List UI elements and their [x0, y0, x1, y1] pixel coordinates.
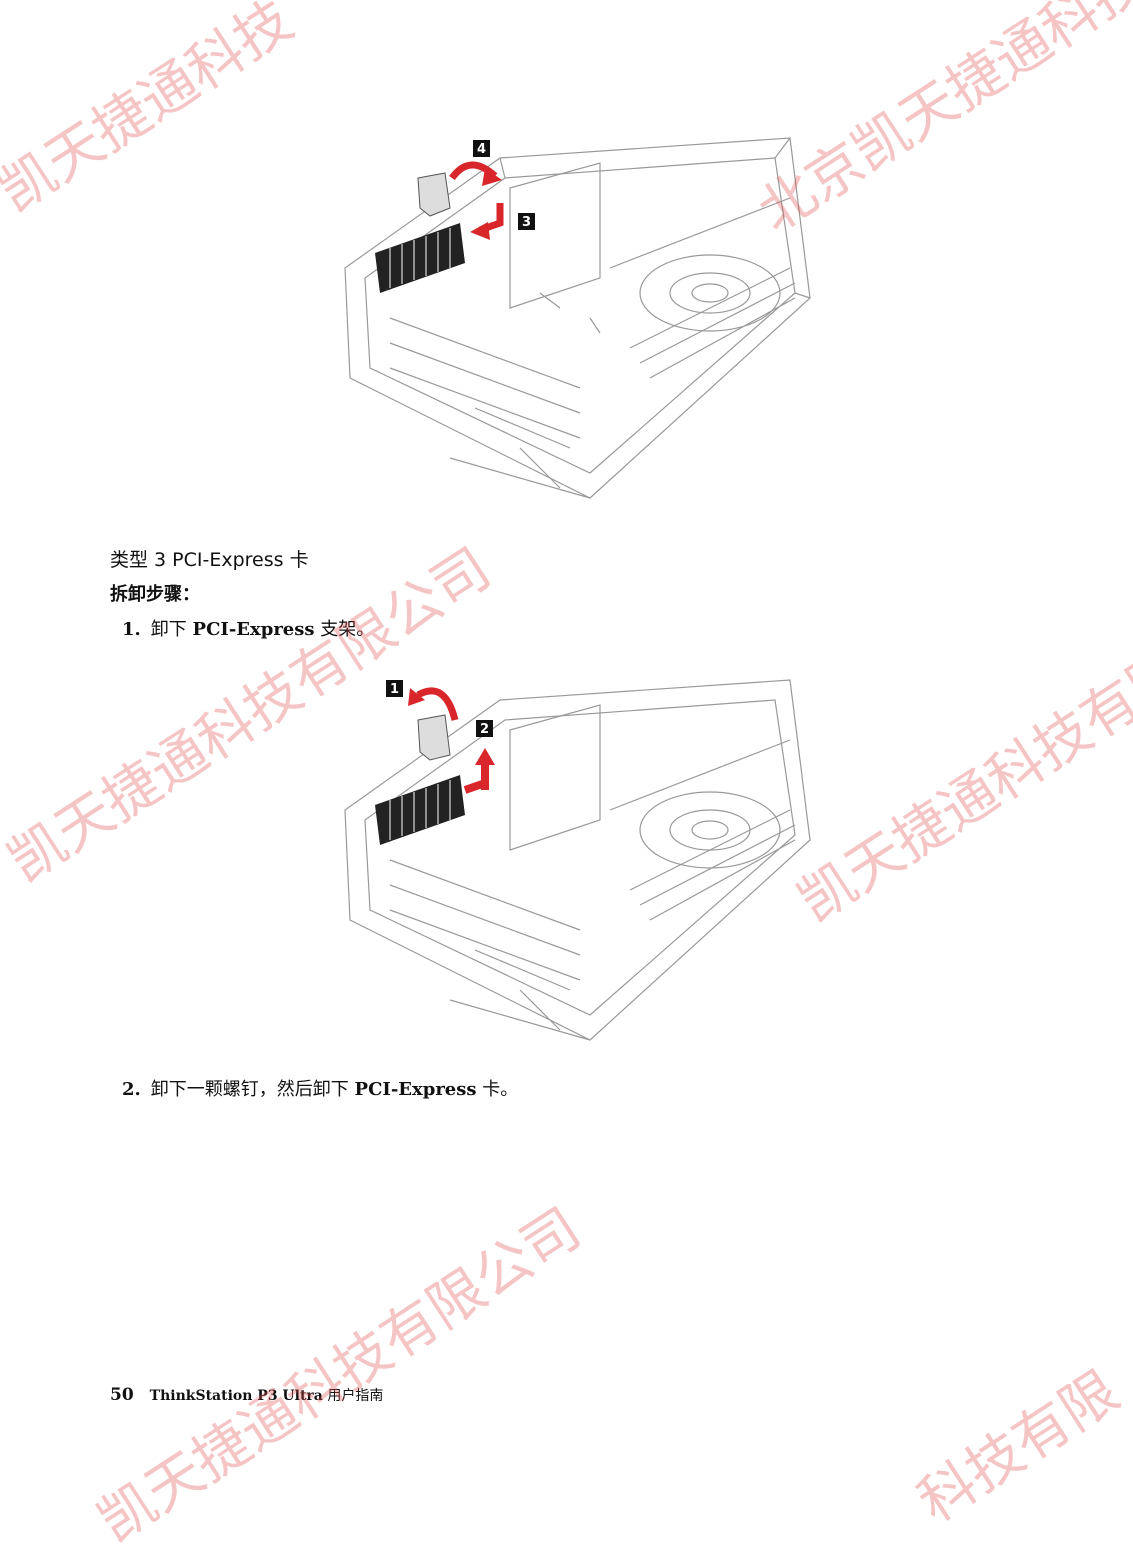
card-type-subtitle: 类型 3 PCI-Express 卡: [110, 549, 309, 571]
step-text-pre: 卸下: [150, 619, 193, 640]
step-text-post: 卡。: [476, 1079, 519, 1100]
document-title: ThinkStation P3 Ultra: [149, 1388, 323, 1404]
step-text-pre: 卸下一颗螺钉，然后卸下: [150, 1079, 355, 1100]
callout-badge: 1: [390, 682, 399, 697]
watermark: 凯天捷通科技有限公司: [87, 1195, 593, 1556]
watermark: 科技有限: [907, 1358, 1131, 1536]
page-footer: 50 ThinkStation P3 Ultra 用户指南: [110, 1385, 383, 1405]
figure-bracket-removal: 1 2: [270, 660, 880, 1060]
step-number: 1.: [122, 619, 141, 640]
callout-badge: 3: [522, 215, 531, 230]
step-item: 2. 卸下一颗螺钉，然后卸下 PCI-Express 卡。: [122, 1075, 518, 1101]
step-text-post: 支架。: [314, 619, 375, 640]
step-item: 1. 卸下 PCI-Express 支架。: [122, 615, 374, 641]
page-number: 50: [110, 1385, 134, 1405]
step-text-bold: PCI-Express: [192, 619, 315, 640]
watermark: 凯天捷通科技: [0, 0, 305, 226]
document-title-suffix: 用户指南: [327, 1388, 384, 1404]
callout-badge: 2: [480, 722, 489, 737]
figure-bracket-install: 4 3: [270, 118, 880, 523]
step-text-bold: PCI-Express: [354, 1079, 477, 1100]
step-number: 2.: [122, 1079, 141, 1100]
callout-badge: 4: [477, 142, 486, 157]
removal-steps-heading: 拆卸步骤：: [110, 584, 200, 605]
